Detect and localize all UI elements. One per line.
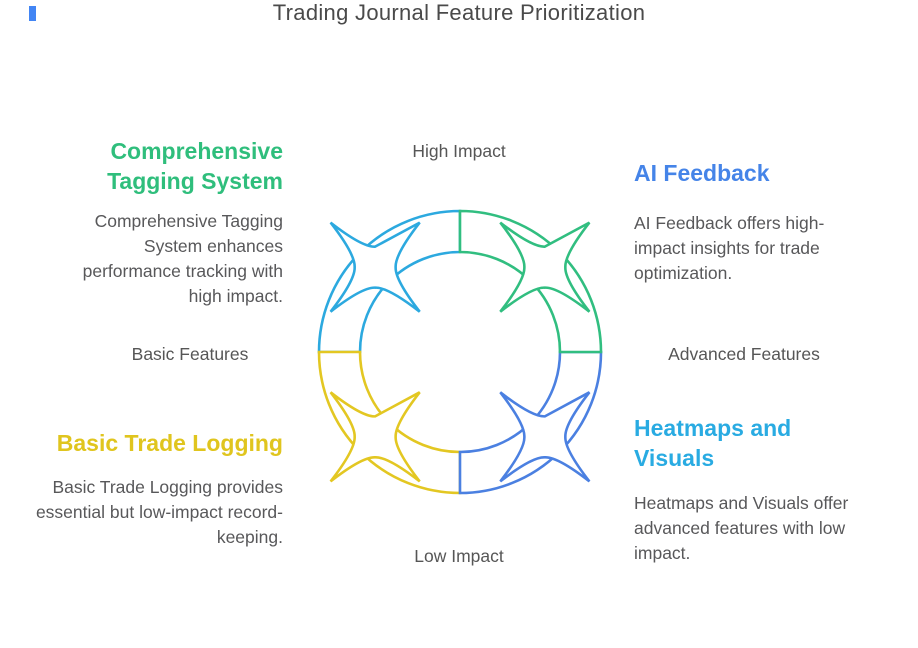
arrow-star-bottom-left-icon [329, 391, 421, 483]
axis-label-basic-features: Basic Features [131, 344, 249, 364]
axis-label-advanced-features: Advanced Features [668, 344, 820, 364]
page-title: Trading Journal Feature Prioritization [272, 0, 646, 25]
quadrant-heading-heatmaps-and-visuals: Heatmaps and Visuals [634, 415, 792, 471]
cycle-segment-top-right [458, 209, 603, 354]
quadrant-heading-basic-trade-logging: Basic Trade Logging [56, 430, 283, 456]
arrow-star-top-right-icon [499, 221, 591, 313]
quadrant-description-heatmaps-and-visuals: Heatmaps and Visuals offer advanced feat… [634, 493, 849, 563]
accent-cursor-bar [29, 6, 36, 21]
quadrant-heading-ai-feedback: AI Feedback [634, 160, 770, 186]
quadrant-description-basic-trade-logging: Basic Trade Logging provides essential b… [35, 477, 283, 547]
arrow-star-bottom-right-icon [499, 391, 591, 483]
axis-label-high-impact: High Impact [412, 141, 506, 161]
arrow-star-top-left-icon [329, 221, 421, 313]
quadrant-description-ai-feedback: AI Feedback offers high-impact insights … [634, 213, 825, 283]
cycle-segment-bottom-left [317, 350, 462, 495]
quadrant-description-comprehensive-tagging-system: Comprehensive Tagging System enhances pe… [82, 211, 283, 306]
quadrant-heading-comprehensive-tagging-system: Comprehensive Tagging System [107, 138, 283, 194]
cycle-segment-bottom-right [458, 350, 603, 495]
cycle-diagram-icon [317, 209, 603, 495]
axis-label-low-impact: Low Impact [414, 546, 504, 566]
